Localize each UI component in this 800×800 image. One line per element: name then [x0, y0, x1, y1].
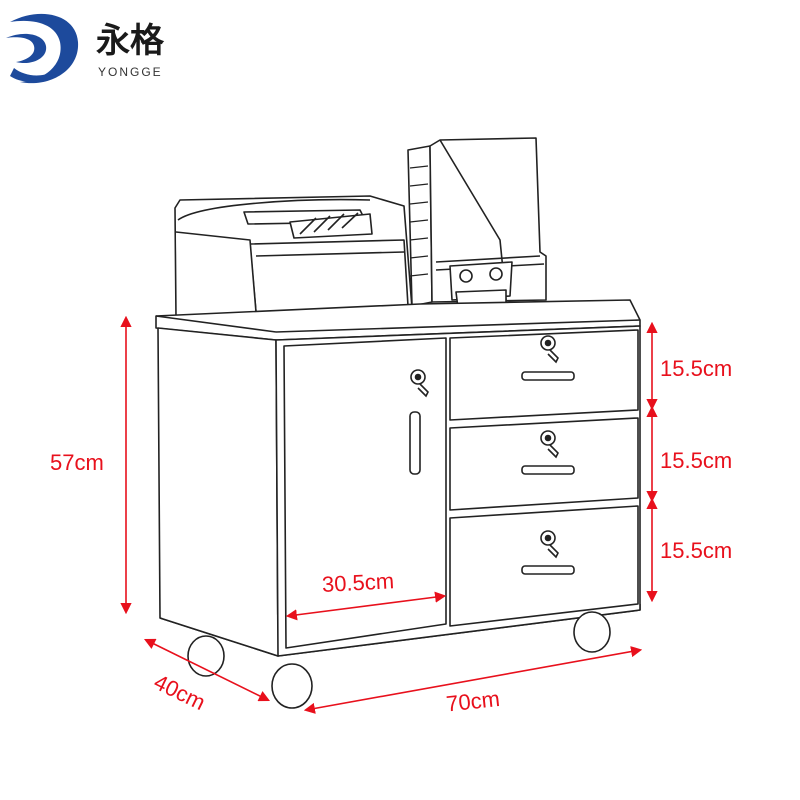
drawer-2-height-label: 15.5cm: [660, 448, 732, 473]
drawer-handle-icon: [409, 411, 421, 475]
drawer-handle-icon: [521, 371, 575, 575]
door-width-label: 30.5cm: [321, 568, 394, 597]
lock-icon: [540, 335, 559, 364]
door-width-dimension-line: [285, 591, 447, 621]
depth-dimension-line: [143, 638, 271, 702]
drawer-2: [449, 417, 639, 511]
depth-label: 40cm: [150, 669, 209, 715]
brand-name-en: YONGGE: [98, 65, 163, 79]
brand-logo: 永格 YONGGE: [6, 13, 165, 84]
brand-name-cn: 永格: [96, 21, 165, 61]
drawer-3-height-label: 15.5cm: [660, 538, 732, 563]
width-label: 70cm: [445, 686, 501, 716]
lock-icon: [540, 430, 559, 459]
width-dimension-line: [303, 646, 643, 714]
drawer-1-height-label: 15.5cm: [660, 356, 732, 381]
lock-icon: [410, 369, 429, 398]
yongge-swirl-logo-icon: [6, 13, 79, 84]
lock-icon: [540, 530, 559, 559]
printer-icon: [174, 195, 413, 319]
cabinet-door: [283, 337, 447, 649]
dimension-lines: [120, 315, 658, 714]
height-label: 57cm: [50, 450, 104, 475]
file-holder-icon: [407, 137, 547, 309]
